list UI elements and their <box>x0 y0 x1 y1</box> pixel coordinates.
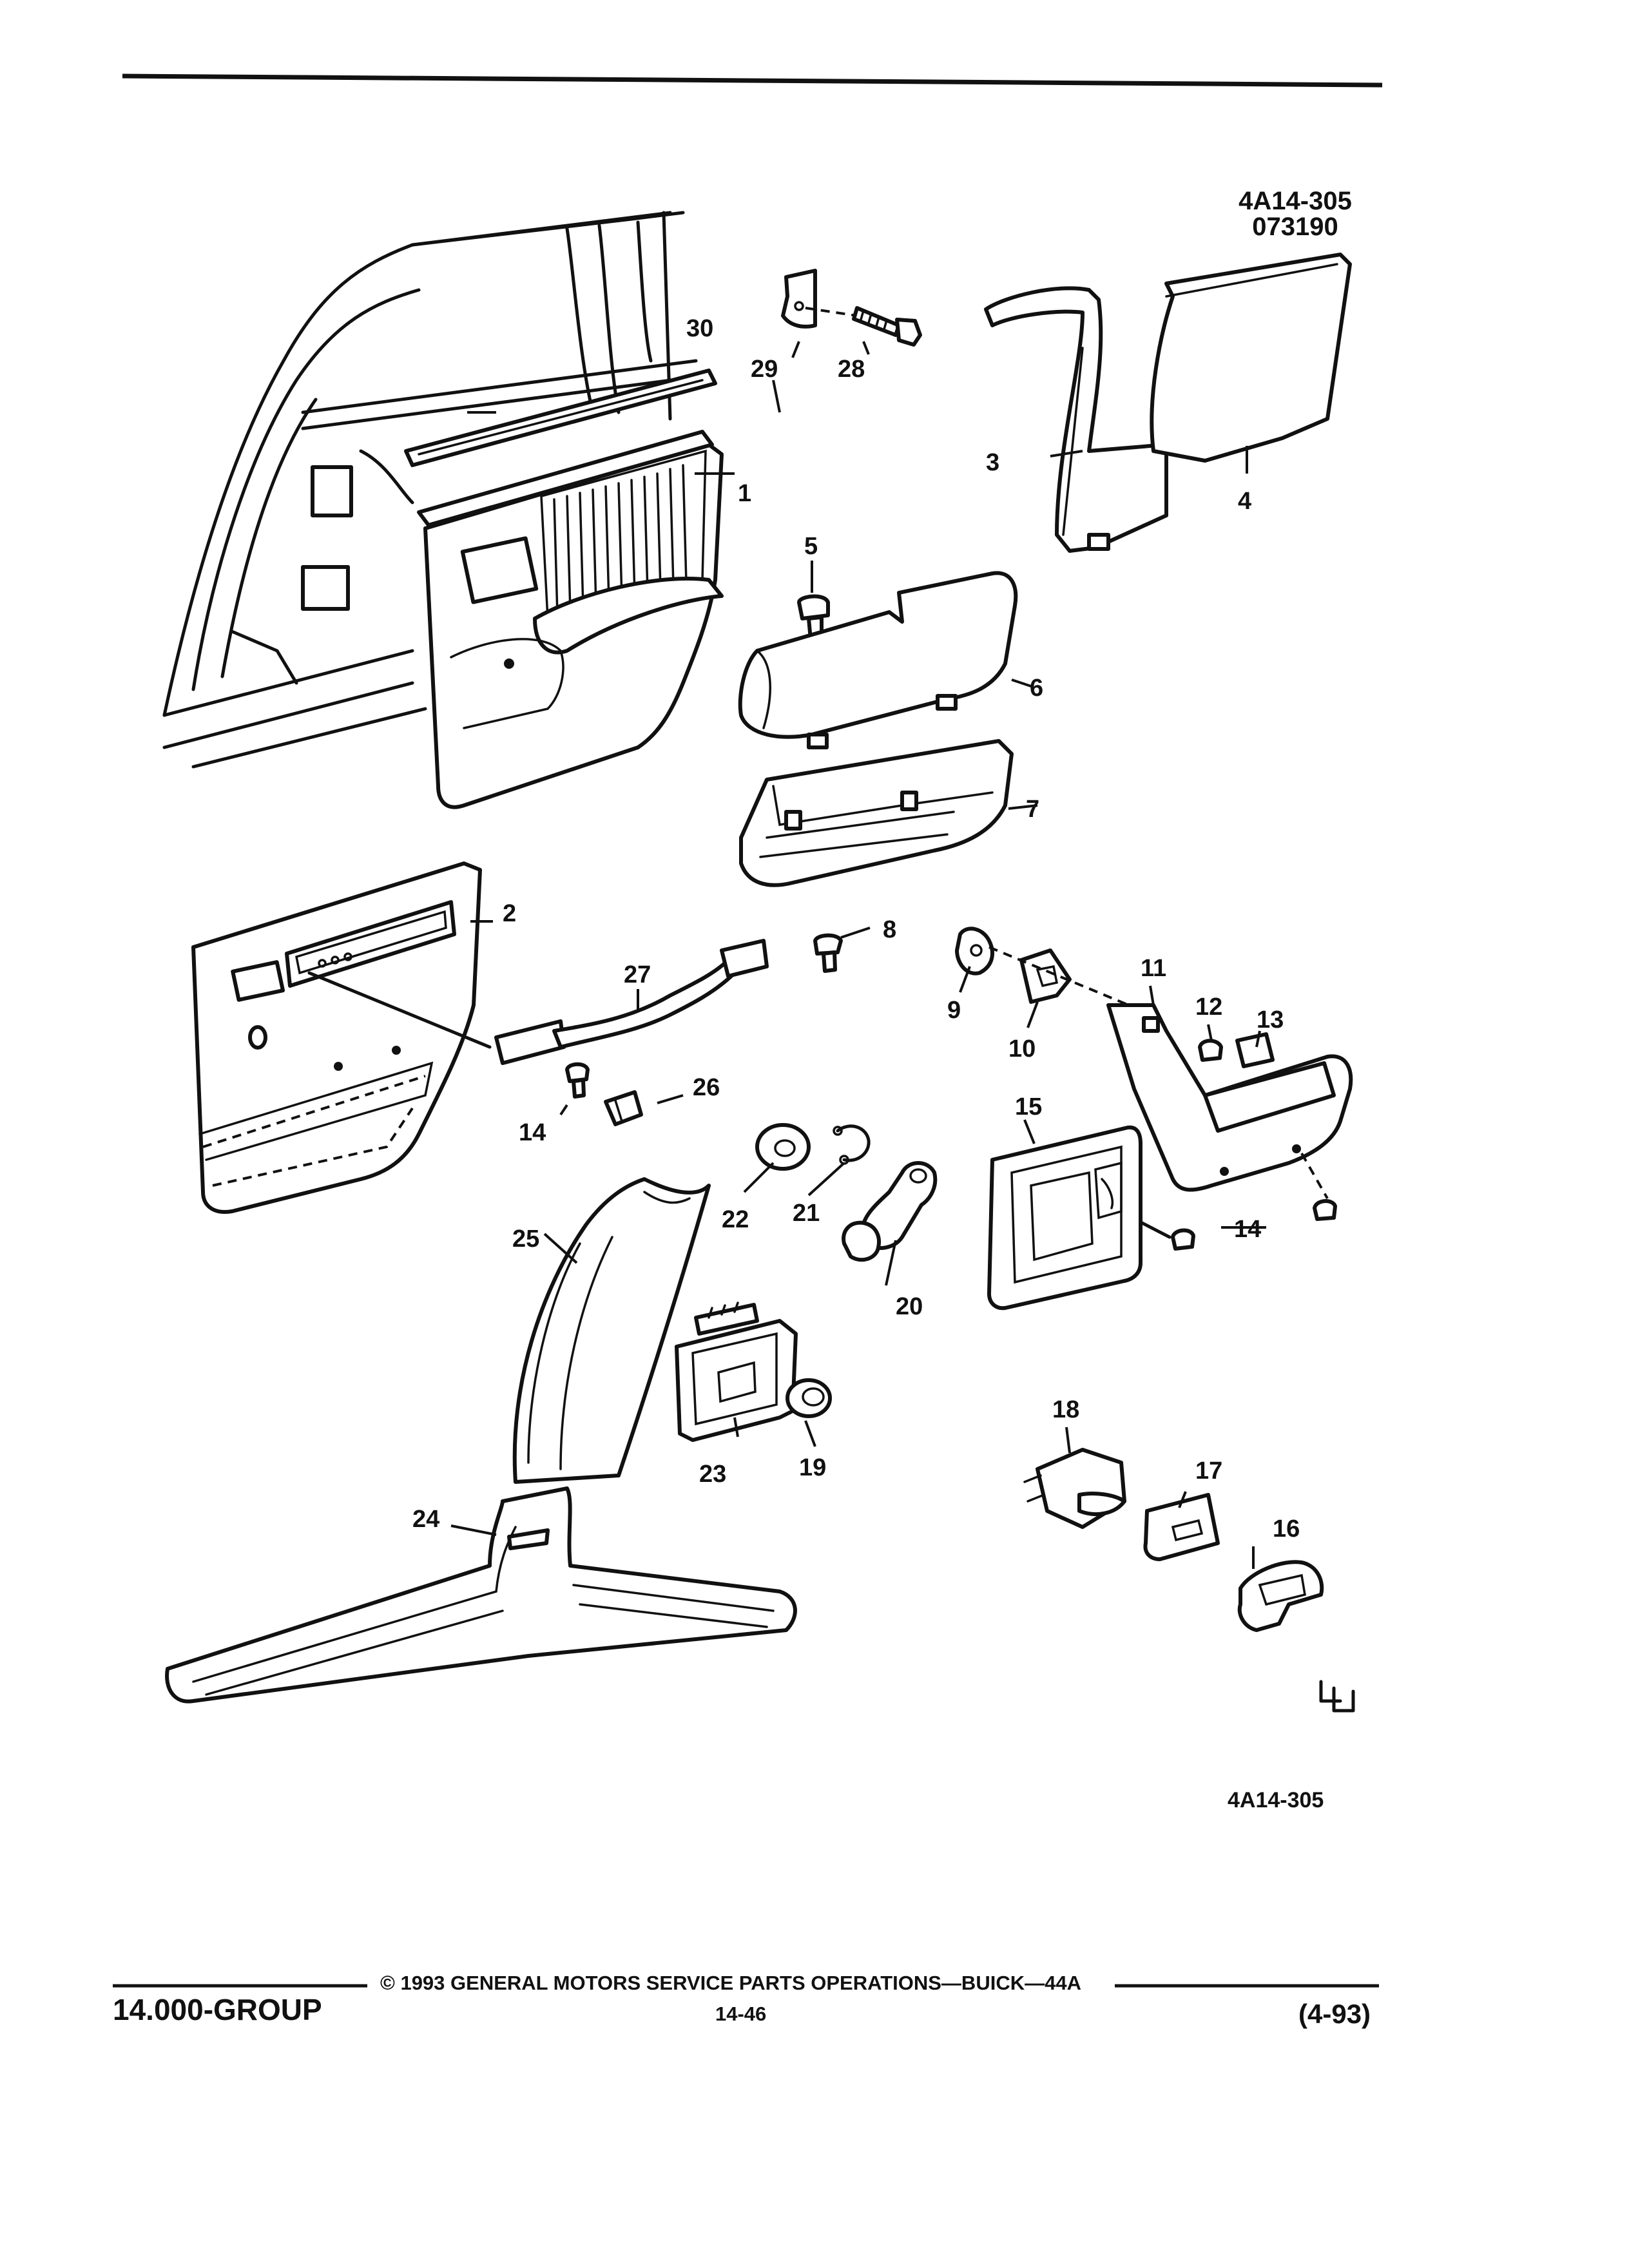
part-25-pillar-trim <box>512 1177 711 1484</box>
callout-16: 16 <box>1273 1515 1300 1542</box>
part-14-screw-left <box>565 1062 590 1099</box>
part-23-bezel-housing <box>675 1302 798 1442</box>
part-10-spacer <box>1019 948 1072 1004</box>
callout-24: 24 <box>412 1506 439 1533</box>
part-22-escutcheon-ring <box>755 1123 811 1171</box>
footer-group: 14.000-GROUP <box>113 1993 322 2026</box>
part-16-cap <box>1237 1560 1324 1632</box>
callout-19: 19 <box>799 1454 826 1481</box>
footer-page-number: 14-46 <box>715 2003 767 2025</box>
diagram-date-code: 073190 <box>1252 213 1338 241</box>
part-19-knob <box>786 1378 832 1418</box>
callout-20: 20 <box>896 1293 923 1320</box>
footer-revision: (4-93) <box>1298 1999 1371 2029</box>
footer-copyright: © 1993 GENERAL MOTORS SERVICE PARTS OPER… <box>380 1972 1081 1994</box>
callout-8: 8 <box>883 916 896 943</box>
callout-12: 12 <box>1195 994 1222 1021</box>
diagram-code: 4A14-305 073190 <box>1211 188 1379 240</box>
callout-26: 26 <box>693 1074 720 1101</box>
part-20-window-crank <box>842 1161 938 1262</box>
callout-14-left: 14 <box>519 1119 546 1146</box>
part-13-nut <box>1235 1032 1275 1068</box>
callout-11: 11 <box>1141 955 1166 982</box>
callout-22: 22 <box>722 1206 749 1233</box>
publisher-logo-mark <box>1319 1680 1355 1713</box>
callout-28: 28 <box>838 356 865 383</box>
part-12-screw <box>1198 1039 1223 1062</box>
callout-13: 13 <box>1257 1006 1284 1033</box>
part-30-sealing-strip <box>404 369 717 467</box>
callout-7: 7 <box>1026 796 1039 823</box>
callout-5: 5 <box>804 533 818 560</box>
top-rule <box>122 73 1383 88</box>
part-7-armrest-base <box>739 739 1014 887</box>
part-6-armrest <box>738 571 1018 749</box>
part-1-upper-trim-panel <box>417 430 724 809</box>
part-18-window-switch <box>1023 1448 1126 1529</box>
callout-29: 29 <box>751 356 778 383</box>
callout-21: 21 <box>793 1200 820 1227</box>
part-28-bolt <box>805 306 922 347</box>
callout-labels: 1 2 3 4 5 6 7 8 9 10 11 12 13 14 14 15 1… <box>412 315 1300 1542</box>
callout-1: 1 <box>738 480 751 507</box>
diagram-code-number: 4A14-305 <box>1239 187 1352 215</box>
callout-27: 27 <box>624 961 651 988</box>
callout-6: 6 <box>1030 675 1043 702</box>
part-24-sill-plate <box>165 1486 797 1704</box>
callout-9: 9 <box>947 997 961 1024</box>
part-21-retaining-clip <box>833 1124 871 1165</box>
part-26-clip <box>604 1090 643 1126</box>
part-29-bracket <box>781 269 817 329</box>
callout-10: 10 <box>1008 1035 1036 1062</box>
leader-lines <box>450 341 1266 1569</box>
part-8-screw <box>813 933 843 973</box>
part-11-handle-bezel <box>1106 1003 1353 1192</box>
figure-id: 4A14-305 <box>1228 1788 1324 1812</box>
callout-25: 25 <box>512 1225 539 1253</box>
part-9-escutcheon <box>955 927 994 975</box>
part-3-weatherstrip <box>984 286 1168 553</box>
callout-23: 23 <box>699 1461 726 1488</box>
callout-14-right: 14 <box>1234 1216 1261 1243</box>
part-17-switch-bezel <box>1143 1493 1220 1561</box>
callout-3: 3 <box>986 449 999 476</box>
callout-2: 2 <box>503 900 516 927</box>
callout-4: 4 <box>1238 488 1251 515</box>
callout-18: 18 <box>1052 1396 1079 1423</box>
callout-17: 17 <box>1195 1457 1222 1485</box>
part-27-switch-harness <box>307 939 769 1065</box>
part-2-lower-trim-panel <box>191 861 482 1214</box>
callout-15: 15 <box>1015 1093 1042 1120</box>
part-4-water-deflector <box>1150 253 1352 463</box>
part-15-handle-housing <box>987 1125 1142 1311</box>
callout-30: 30 <box>686 315 713 342</box>
